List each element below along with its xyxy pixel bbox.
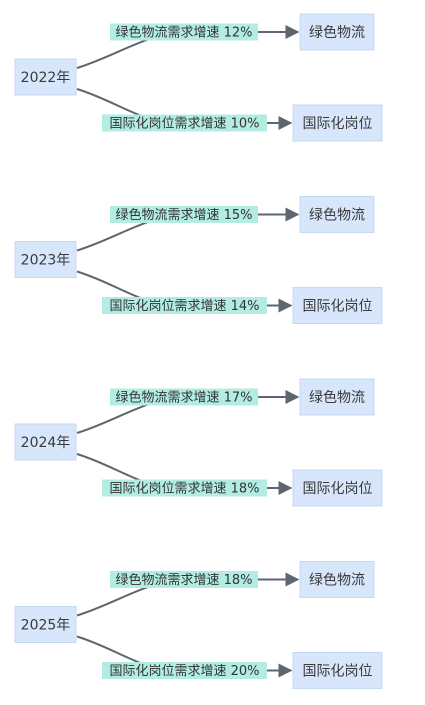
target-node-box	[299, 13, 375, 51]
target-node-box	[292, 652, 383, 689]
edge-label-text: 绿色物流需求增速 15%	[115, 207, 252, 223]
edge-label: 国际化岗位需求增速 18%	[102, 479, 267, 497]
edge-label-background	[110, 206, 258, 223]
target-node-international-jobs: 国际化岗位	[292, 652, 383, 689]
target-node-label: 绿色物流	[309, 24, 365, 41]
edge-label-background	[102, 662, 267, 679]
edge-label-background	[110, 23, 258, 41]
year-node-box	[14, 58, 77, 96]
target-node-label: 绿色物流	[309, 207, 365, 224]
year-node-box	[14, 423, 77, 461]
target-node-label: 国际化岗位	[303, 664, 373, 680]
edge-label-background	[110, 571, 258, 588]
edge-label-text: 国际化岗位需求增速 14%	[109, 299, 259, 314]
target-node-international-jobs: 国际化岗位	[292, 104, 383, 142]
edge-label: 国际化岗位需求增速 10%	[102, 114, 267, 132]
target-node-label: 国际化岗位	[303, 116, 373, 132]
edge-label: 国际化岗位需求增速 20%	[102, 662, 267, 679]
target-node-box	[292, 287, 383, 324]
year-node: 2023年	[14, 241, 77, 278]
edge-label: 绿色物流需求增速 12%	[110, 23, 258, 41]
edge-label: 国际化岗位需求增速 14%	[102, 297, 267, 314]
year-node-label: 2024年	[21, 435, 71, 451]
target-node-box	[299, 378, 375, 416]
edge-label-text: 绿色物流需求增速 18%	[115, 572, 252, 588]
edge-label-background	[102, 297, 267, 314]
target-node-international-jobs: 国际化岗位	[292, 287, 383, 324]
edge-label-text: 绿色物流需求增速 17%	[115, 390, 252, 406]
edge-label-background	[102, 114, 267, 132]
edge-label-text: 绿色物流需求增速 12%	[115, 25, 252, 41]
target-node-box	[292, 104, 383, 142]
year-node-box	[14, 241, 77, 278]
year-node-label: 2025年	[21, 618, 71, 634]
edge-label-text: 国际化岗位需求增速 10%	[109, 117, 259, 132]
target-node-label: 绿色物流	[309, 572, 365, 589]
target-node-label: 绿色物流	[309, 389, 365, 406]
edge-label: 绿色物流需求增速 18%	[110, 571, 258, 588]
target-node-box	[299, 196, 375, 233]
edge-label-background	[102, 479, 267, 497]
target-node-green-logistics: 绿色物流	[299, 561, 375, 598]
target-node-label: 国际化岗位	[303, 299, 373, 315]
year-node-box	[14, 606, 77, 643]
edge-label: 绿色物流需求增速 17%	[110, 388, 258, 406]
target-node-green-logistics: 绿色物流	[299, 378, 375, 416]
target-node-label: 国际化岗位	[303, 481, 373, 497]
target-node-box	[292, 469, 383, 507]
edge-label: 绿色物流需求增速 15%	[110, 206, 258, 223]
edge-label-text: 国际化岗位需求增速 20%	[109, 664, 259, 679]
edge-label-text: 国际化岗位需求增速 18%	[109, 482, 259, 497]
target-node-international-jobs: 国际化岗位	[292, 469, 383, 507]
year-node: 2025年	[14, 606, 77, 643]
target-node-green-logistics: 绿色物流	[299, 196, 375, 233]
target-node-green-logistics: 绿色物流	[299, 13, 375, 51]
edge-label-background	[110, 388, 258, 406]
year-node: 2022年	[14, 58, 77, 96]
year-node-label: 2022年	[21, 70, 71, 86]
year-node-label: 2023年	[21, 253, 71, 269]
year-node: 2024年	[14, 423, 77, 461]
target-node-box	[299, 561, 375, 598]
